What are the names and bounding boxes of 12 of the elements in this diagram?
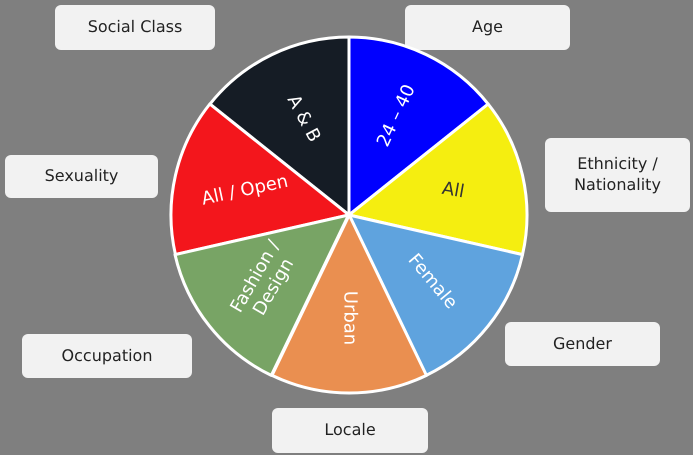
slice-label: All — [440, 179, 466, 204]
slice-label: All / Open — [200, 172, 290, 210]
category-card: Age — [405, 5, 570, 50]
slice-label: 24 – 40 — [374, 81, 420, 150]
category-card: Occupation — [22, 334, 192, 378]
category-card: Social Class — [55, 5, 215, 50]
category-card: Ethnicity / Nationality — [545, 138, 690, 212]
category-card: Locale — [272, 408, 428, 453]
slice-label: Urban — [338, 291, 360, 346]
category-card: Gender — [505, 322, 660, 366]
category-card: Sexuality — [5, 155, 158, 198]
slice-label: A & B — [282, 92, 324, 146]
